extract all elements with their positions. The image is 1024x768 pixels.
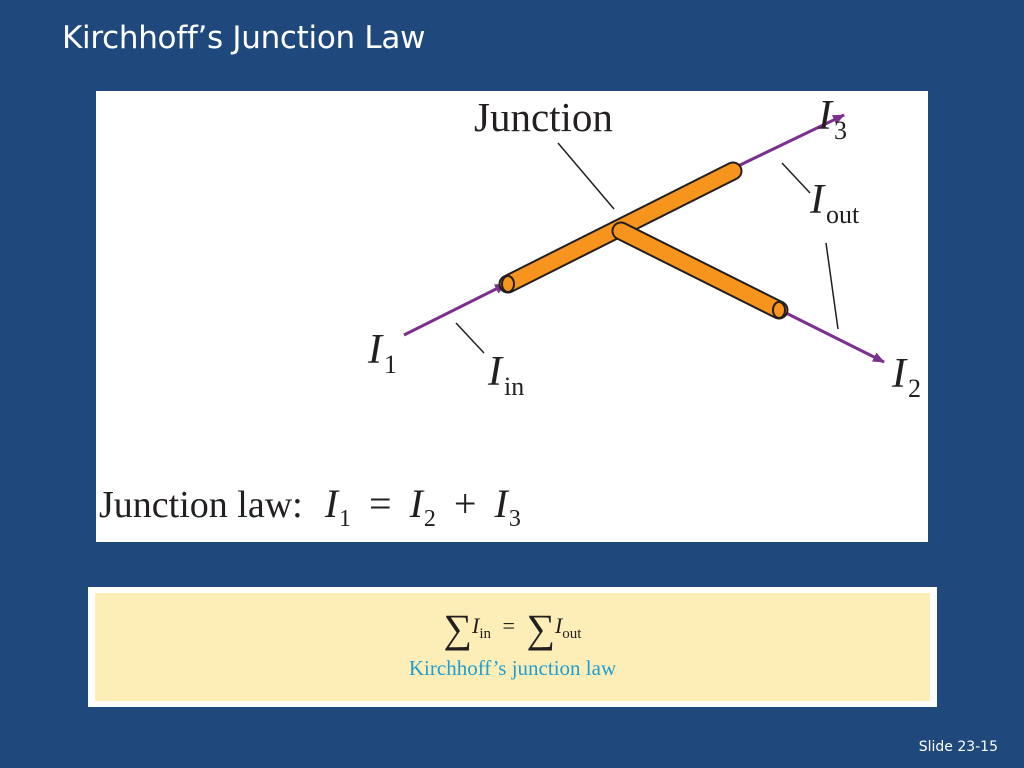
- law-prefix: Junction law:: [99, 484, 303, 526]
- law-i2-symbol: I: [409, 481, 423, 526]
- current-label-i3: I3: [818, 93, 847, 144]
- current-label-i2: I2: [892, 351, 921, 402]
- lhs-sum-sign: ∑: [443, 606, 473, 651]
- junction-label: Junction: [474, 94, 613, 140]
- wire-branch: [613, 223, 787, 318]
- law-i1-subscript: 1: [339, 506, 352, 532]
- law-equals: =: [369, 481, 392, 526]
- sum-equation: ∑Iin = ∑Iout: [95, 605, 930, 652]
- lhs-symbol: I: [472, 613, 480, 638]
- law-i3-subscript: 3: [508, 506, 521, 532]
- wire-branch-end-cap: [772, 301, 786, 319]
- i1-symbol: I: [368, 327, 382, 373]
- current-label-iin: Iin: [488, 349, 524, 400]
- current-label-iout: Iout: [810, 177, 859, 228]
- sum-equals: =: [502, 613, 515, 638]
- i1-subscript: 1: [384, 350, 397, 379]
- current-arrow-in: [403, 282, 507, 337]
- junction-figure: Junction I3 Iout I1 Iin I2 Junction law:…: [96, 91, 928, 542]
- equation-box: ∑Iin = ∑Iout Kirchhoff’s junction law: [88, 587, 937, 707]
- slide-title: Kirchhoff’s Junction Law: [62, 20, 426, 56]
- equation-caption: Kirchhoff’s junction law: [408, 656, 617, 680]
- i2-symbol: I: [892, 351, 906, 397]
- rhs-symbol: I: [554, 613, 563, 638]
- iin-subscript: in: [504, 372, 525, 401]
- law-i2-subscript: 2: [423, 506, 436, 532]
- current-label-i1: I1: [368, 327, 397, 378]
- iout-pointer-line-upper: [781, 162, 811, 194]
- iin-symbol: I: [488, 349, 502, 395]
- i3-subscript: 3: [834, 116, 847, 145]
- iout-symbol: I: [810, 177, 824, 223]
- i2-subscript: 2: [908, 374, 921, 403]
- rhs-subscript: out: [562, 626, 582, 642]
- iout-pointer-line-lower: [825, 242, 839, 330]
- law-plus: +: [453, 481, 477, 526]
- iin-pointer-line: [455, 322, 485, 354]
- junction-pointer-line: [557, 142, 615, 210]
- equation-box-inner: ∑Iin = ∑Iout Kirchhoff’s junction law: [95, 593, 930, 701]
- current-arrow-out-2: [783, 310, 885, 364]
- current-arrow-out-3: [737, 113, 845, 168]
- junction-law-equation: Junction law: I1 = I2 + I3: [99, 481, 521, 532]
- law-i3-symbol: I: [494, 481, 508, 526]
- iout-subscript: out: [826, 200, 860, 229]
- lhs-subscript: in: [479, 626, 492, 642]
- rhs-sum-sign: ∑: [526, 606, 555, 651]
- junction-diagram: [403, 113, 885, 364]
- law-i1-symbol: I: [324, 481, 339, 526]
- wire-end-cap: [501, 275, 515, 293]
- slide-number: Slide 23-15: [918, 739, 998, 755]
- i3-symbol: I: [818, 93, 832, 139]
